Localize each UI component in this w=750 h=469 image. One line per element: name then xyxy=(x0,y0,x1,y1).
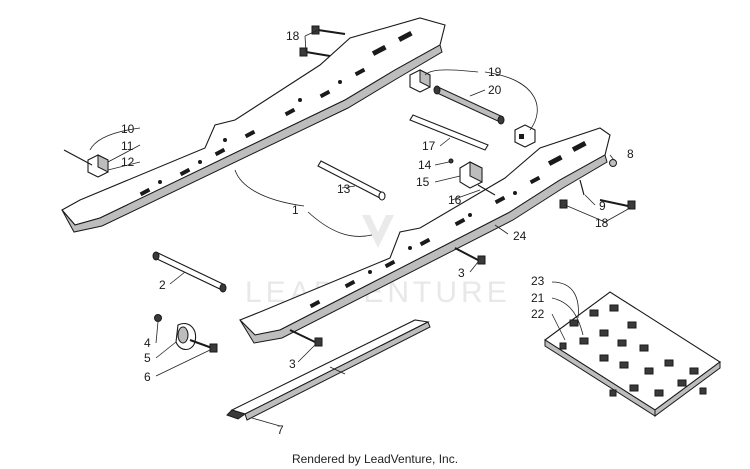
callout-3: 3 xyxy=(289,357,296,371)
cross-shaft-20[interactable] xyxy=(433,85,505,125)
callout-1: 1 xyxy=(292,203,299,217)
right-rail-lower[interactable] xyxy=(239,127,611,344)
callout-23: 23 xyxy=(531,274,545,288)
nut-4[interactable] xyxy=(154,314,162,322)
callout-11: 11 xyxy=(121,139,134,153)
bolt-3-a[interactable] xyxy=(454,247,486,265)
cross-shaft-17[interactable] xyxy=(409,114,489,151)
nut-14[interactable] xyxy=(448,158,454,164)
callout-14: 14 xyxy=(418,158,432,172)
bushing-19-front[interactable] xyxy=(514,124,536,148)
callout-15: 15 xyxy=(416,175,430,189)
block-11[interactable] xyxy=(87,154,109,178)
left-rail-upper[interactable] xyxy=(61,17,446,233)
track-section[interactable] xyxy=(544,291,721,417)
screw-16[interactable] xyxy=(477,184,496,196)
callout-3: 3 xyxy=(458,266,465,280)
bumper-5[interactable] xyxy=(175,323,197,351)
callout-6: 6 xyxy=(144,370,151,384)
callout-20: 20 xyxy=(488,83,502,97)
bolt-18-top-a[interactable] xyxy=(311,25,346,35)
callout-9: 9 xyxy=(599,199,606,213)
callout-22: 22 xyxy=(531,307,545,321)
bushing-19-rear[interactable] xyxy=(409,69,431,93)
callout-7: 7 xyxy=(277,423,284,437)
pin-10[interactable] xyxy=(63,149,93,166)
callout-labels: 18 19 20 10 11 12 17 8 14 15 13 16 9 1 1… xyxy=(121,29,634,437)
callout-18: 18 xyxy=(286,29,300,43)
bolt-18-mid[interactable] xyxy=(559,199,568,209)
callout-17: 17 xyxy=(422,139,436,153)
bolt-6[interactable] xyxy=(189,339,218,353)
footer-credit: Rendered by LeadVenture, Inc. xyxy=(291,452,459,466)
block-15[interactable] xyxy=(459,161,483,189)
callout-8: 8 xyxy=(627,147,634,161)
bolt-18-right[interactable] xyxy=(599,199,636,210)
callout-24: 24 xyxy=(513,229,527,243)
pin-9[interactable] xyxy=(579,179,585,196)
track-lugs xyxy=(559,304,707,397)
bolt-18-top-b[interactable] xyxy=(299,47,331,57)
callout-10: 10 xyxy=(121,122,135,136)
callout-19: 19 xyxy=(488,65,502,79)
callout-16: 16 xyxy=(448,193,462,207)
callout-13: 13 xyxy=(337,182,351,196)
callout-12: 12 xyxy=(121,155,135,169)
callout-21: 21 xyxy=(531,291,545,305)
bolt-3-b[interactable] xyxy=(289,329,323,347)
rail-slots xyxy=(139,30,413,197)
callout-18: 18 xyxy=(595,216,609,230)
cross-shaft-2[interactable] xyxy=(152,251,227,293)
callout-2: 2 xyxy=(159,278,166,292)
rail-slots xyxy=(309,140,587,309)
wear-strip-7[interactable] xyxy=(226,319,431,421)
leader-lines xyxy=(89,29,631,427)
callout-5: 5 xyxy=(144,351,151,365)
callout-4: 4 xyxy=(144,336,151,350)
cross-shaft-13[interactable] xyxy=(317,160,386,201)
nut-8[interactable] xyxy=(609,159,617,167)
